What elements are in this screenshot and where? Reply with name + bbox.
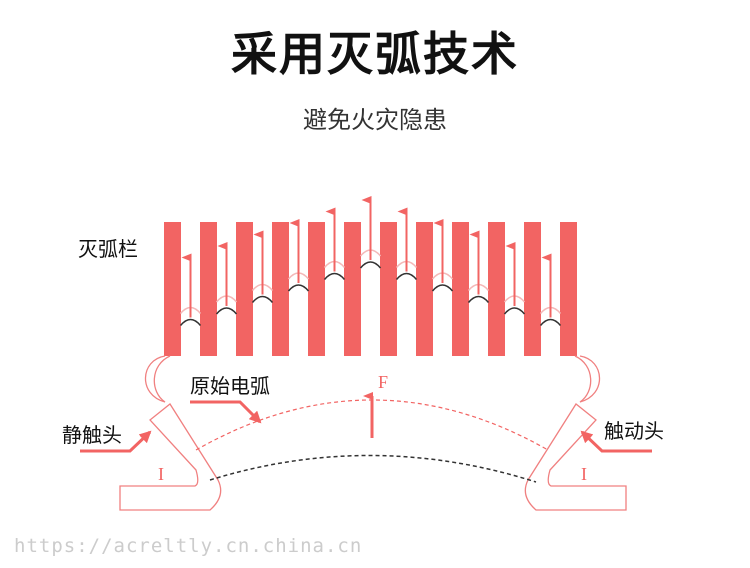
split-arc [179, 318, 202, 326]
split-arc [215, 307, 238, 315]
split-arc [431, 284, 454, 292]
current-label-right: I [581, 464, 587, 484]
initial-arc-line [209, 454, 537, 483]
moving-contact-pointer [580, 430, 652, 453]
arc-chute-label: 灭弧栏 [78, 237, 138, 261]
arc-chute-plate [344, 222, 361, 356]
moving-contact-label: 触动头 [604, 419, 664, 443]
arc-chute-plate [308, 222, 325, 356]
split-arc [287, 284, 310, 292]
original-arc-label: 原始电弧 [190, 374, 270, 398]
arc-chute-plate [200, 222, 217, 356]
static-contact-label: 静触头 [62, 423, 122, 447]
split-arc [503, 307, 526, 315]
arc-chute-plate [560, 222, 577, 356]
force-label: F [378, 372, 388, 392]
watermark: https://acreltly.cn.china.cn [14, 535, 363, 557]
split-arc [251, 295, 274, 303]
arc-chute-plate [380, 222, 397, 356]
arc-chute-plate [416, 222, 433, 356]
current-label-left: I [158, 464, 164, 484]
arc-chute-plate [164, 222, 181, 356]
split-arc [359, 261, 382, 269]
split-arc [539, 318, 562, 326]
split-arc [467, 295, 490, 303]
page-subtitle: 避免火灾隐患 [303, 106, 447, 134]
arc-chute-plate [272, 222, 289, 356]
arc-chute-plate [524, 222, 541, 356]
arc-chute-plate [452, 222, 469, 356]
page-title: 采用灭弧技术 [231, 27, 519, 81]
static-contact [119, 355, 222, 511]
static-contact-pointer [80, 430, 152, 453]
original-arc-pointer [190, 400, 262, 424]
split-arc [395, 272, 418, 280]
arc-chute-plate [236, 222, 253, 356]
arc-chute-plate [488, 222, 505, 356]
split-arc [323, 272, 346, 280]
moving-contact [524, 355, 627, 511]
